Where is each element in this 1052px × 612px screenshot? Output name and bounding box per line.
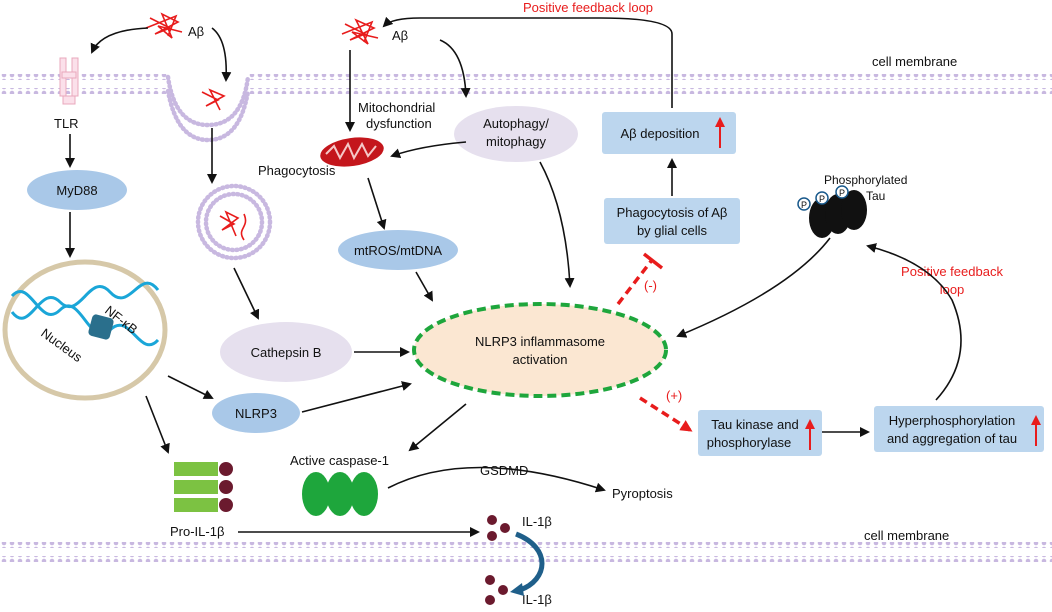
top-feedback-label: Positive feedback loop <box>523 0 653 15</box>
tlr-receptor-icon <box>59 57 79 105</box>
dna-helix-icon <box>10 281 160 347</box>
glial-label-line2: by glial cells <box>637 223 708 238</box>
tlr-label: TLR <box>54 116 79 131</box>
pyroptosis-label: Pyroptosis <box>612 486 673 501</box>
bottom-membrane-label: cell membrane <box>864 528 949 543</box>
connector-arrows <box>65 16 962 537</box>
nlrp3-activation-node <box>412 302 668 398</box>
mtros-node <box>338 230 458 270</box>
nlrp3-node <box>212 393 300 433</box>
phospho-p-3: P <box>839 188 845 198</box>
phagosome-inner <box>203 191 265 253</box>
gsdmd-label: GSDMD <box>480 463 528 478</box>
autophagy-node <box>454 106 578 162</box>
inhibit-label: (-) <box>644 278 657 293</box>
cathepsin-b-label: Cathepsin B <box>251 345 322 360</box>
release-arrow-icon <box>515 531 545 593</box>
caspase-1-icon <box>302 472 378 516</box>
nlrp3-activation-line2: activation <box>513 352 568 367</box>
right-feedback-line1: Positive feedback <box>901 264 1003 279</box>
hyper-line2: and aggregation of tau <box>887 431 1017 446</box>
inhibit-connector <box>616 252 664 306</box>
promote-label: (+) <box>666 388 682 403</box>
phospho-p-2: P <box>819 194 825 204</box>
il1b-top-label: IL-1β <box>522 514 552 529</box>
autophagy-label-line2: mitophagy <box>486 134 546 149</box>
increase-arrow-icon-3 <box>1031 415 1041 446</box>
nfkb-protein-icon <box>88 314 114 340</box>
pro-il1b-label: Pro-IL-1β <box>170 524 224 539</box>
promote-connector <box>639 396 693 432</box>
mitochondrion-icon <box>320 137 384 167</box>
cathepsin-b-node <box>220 322 352 382</box>
release-arrow-head <box>510 583 524 596</box>
nucleus-outline <box>2 259 168 401</box>
caspase-1-label: Active caspase-1 <box>290 453 389 468</box>
myd88-node <box>27 170 127 210</box>
tau-kinase-line2: phosphorylase <box>707 435 792 450</box>
top-membrane <box>0 74 1052 143</box>
myd88-label: MyD88 <box>56 183 97 198</box>
phospho-p-1: P <box>801 200 807 210</box>
hyper-line1: Hyperphosphorylation <box>889 413 1015 428</box>
abeta-label-mid: Aβ <box>392 28 408 43</box>
increase-arrow-icon-2 <box>805 419 815 450</box>
glial-label-line1: Phagocytosis of Aβ <box>617 205 728 220</box>
nlrp3-activation-line1: NLRP3 inflammasome <box>475 334 605 349</box>
abeta-deposition-box <box>602 112 736 154</box>
mtros-label: mtROS/mtDNA <box>354 243 442 258</box>
abeta-deposition-label: Aβ deposition <box>620 126 699 141</box>
phagosome-outer <box>195 183 273 261</box>
abeta-aggregate-left-icon <box>145 12 183 39</box>
pro-il1b-icon <box>174 462 233 512</box>
phospho-tau-label-line1: Phosphorylated <box>824 173 907 187</box>
phosphorylated-tau-icon <box>797 185 867 238</box>
mito-label-line1: Mitochondrial <box>358 100 435 115</box>
il1b-bottom-label: IL-1β <box>522 592 552 607</box>
abeta-internalized-icon <box>201 88 226 111</box>
phospho-tau-label-line2: Tau <box>866 189 885 203</box>
increase-arrow-icon <box>715 117 725 148</box>
right-feedback-line2: loop <box>940 282 965 297</box>
il1b-bottom-icon <box>485 575 508 605</box>
abeta-phagosome-icon <box>219 210 247 241</box>
mito-label-line2: dysfunction <box>366 116 432 131</box>
tau-kinase-box <box>698 410 822 456</box>
abeta-aggregate-mid-icon <box>341 18 379 45</box>
tau-kinase-line1: Tau kinase and <box>711 417 798 432</box>
top-membrane-label: cell membrane <box>872 54 957 69</box>
glial-phagocytosis-box <box>604 198 740 244</box>
nlrp3-label: NLRP3 <box>235 406 277 421</box>
abeta-label-left: Aβ <box>188 24 204 39</box>
autophagy-label-line1: Autophagy/ <box>483 116 549 131</box>
il1b-top-icon <box>487 515 510 541</box>
hyperphosphorylation-box <box>874 406 1044 452</box>
bottom-membrane <box>0 542 1052 562</box>
phagocytosis-label: Phagocytosis <box>258 163 336 178</box>
